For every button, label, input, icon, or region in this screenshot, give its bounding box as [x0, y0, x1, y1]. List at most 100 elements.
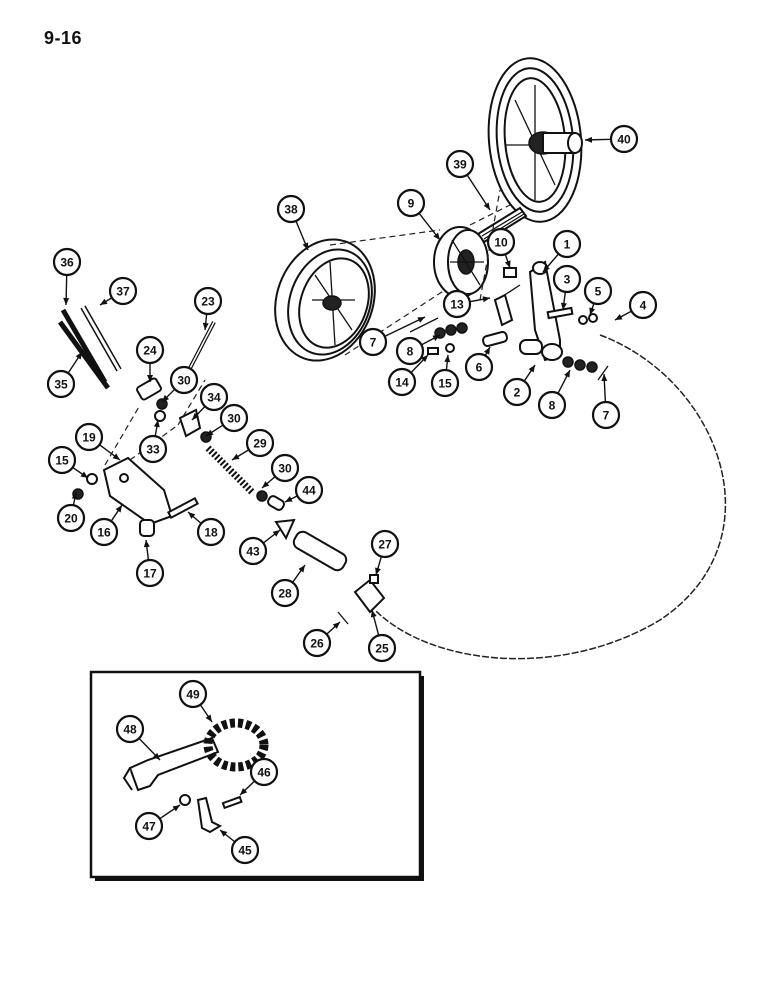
callout-30: 30	[205, 403, 249, 437]
callout-label: 29	[253, 437, 267, 451]
callout-30: 30	[261, 453, 300, 489]
callout-39: 39	[445, 149, 491, 211]
callout-2: 2	[502, 364, 536, 407]
callout-arrowhead	[420, 355, 428, 363]
callout-38: 38	[276, 194, 309, 251]
callout-arrowhead	[543, 264, 550, 272]
chain-wrench-48	[122, 736, 220, 792]
callout-arrowhead	[262, 481, 270, 488]
callout-24: 24	[135, 335, 165, 382]
callout-bubble	[196, 517, 226, 547]
callout-7: 7	[358, 316, 426, 357]
callout-bubble	[294, 475, 324, 505]
callout-arrowhead	[370, 610, 377, 618]
callout-arrowhead	[80, 471, 88, 478]
callout-35: 35	[46, 351, 83, 399]
callout-bubble	[270, 578, 300, 608]
callout-bubble	[445, 149, 475, 179]
callout-label: 14	[395, 376, 409, 390]
bushing-17	[139, 519, 155, 537]
callout-arrowhead	[272, 530, 280, 537]
callout-label: 36	[60, 256, 74, 270]
callout-arrowhead	[75, 352, 82, 360]
callout-20: 20	[56, 491, 86, 533]
callout-33: 33	[138, 419, 168, 464]
washer-15-left	[86, 473, 98, 485]
washer-33	[154, 410, 166, 422]
callout-arrowhead	[585, 136, 593, 143]
bracket-45	[196, 796, 223, 834]
callout-bubble	[302, 628, 332, 658]
callout-arrowhead	[192, 412, 200, 420]
callout-label: 30	[227, 412, 241, 426]
callout-arrowhead	[560, 302, 567, 310]
callout-bubble	[108, 276, 138, 306]
callout-label: 15	[55, 454, 69, 468]
callout-label: 20	[64, 512, 78, 526]
callout-arrowhead	[302, 242, 309, 250]
washers-5	[578, 313, 598, 325]
callout-arrowhead	[589, 307, 596, 315]
callout-bubble	[430, 368, 460, 398]
callout-18: 18	[187, 511, 226, 547]
callout-bubble	[442, 289, 472, 319]
callout-bubble	[135, 558, 165, 588]
callout-label: 27	[378, 538, 392, 552]
callout-arrowhead	[601, 374, 608, 382]
callout-bubble	[56, 503, 86, 533]
callout-bubble	[74, 422, 104, 452]
callout-arrowhead	[375, 567, 381, 575]
callout-bubble	[230, 835, 260, 865]
clevis-25	[353, 578, 386, 614]
callout-arrowhead	[298, 565, 305, 573]
callout-25: 25	[367, 609, 397, 663]
bolt-18	[166, 496, 200, 520]
callout-leader	[384, 316, 426, 337]
callout-arrowhead	[332, 622, 340, 629]
pulley-40	[487, 57, 583, 223]
bolt-7-left	[409, 317, 439, 333]
callout-bubble	[135, 335, 165, 365]
callout-label: 7	[603, 409, 610, 423]
callout-bubble	[249, 757, 279, 787]
callout-label: 28	[278, 587, 292, 601]
callout-8: 8	[395, 334, 441, 366]
callout-46: 46	[239, 757, 279, 796]
callout-bubble	[387, 367, 417, 397]
callout-arrowhead	[232, 453, 240, 460]
callout-bubble	[396, 188, 426, 218]
callout-17: 17	[135, 539, 165, 588]
callout-45: 45	[219, 829, 260, 865]
callout-arrowhead	[504, 260, 511, 268]
callout-label: 23	[201, 295, 215, 309]
callout-bubble	[276, 194, 306, 224]
callout-label: 34	[207, 391, 221, 405]
callout-bubble	[552, 229, 582, 259]
bolt-7-right	[597, 365, 609, 381]
sleeve-28	[292, 530, 348, 572]
callout-5: 5	[583, 276, 613, 316]
callout-arrowhead	[220, 830, 228, 837]
belt-path	[329, 189, 511, 356]
callout-bubble	[486, 227, 516, 257]
callout-arrowhead	[285, 496, 293, 502]
tensioner-arm	[519, 260, 563, 362]
callout-arrowhead	[147, 375, 153, 382]
callout-36: 36	[52, 247, 82, 306]
callout-bubble	[552, 264, 582, 294]
callout-bubble	[245, 428, 275, 458]
callout-arrowhead	[564, 370, 570, 378]
washers-8-right	[562, 356, 598, 373]
washers-8-left	[434, 322, 468, 339]
nut-30-c	[256, 490, 268, 502]
inset-box	[89, 670, 424, 881]
callout-label: 5	[595, 285, 602, 299]
callout-label: 8	[549, 399, 556, 413]
callout-label: 7	[370, 336, 377, 350]
callout-15: 15	[47, 445, 89, 479]
callout-bubble	[52, 247, 82, 277]
callout-bubble	[138, 434, 168, 464]
callout-14: 14	[387, 354, 429, 397]
callout-1: 1	[542, 229, 582, 273]
callout-arrowhead	[483, 347, 490, 355]
